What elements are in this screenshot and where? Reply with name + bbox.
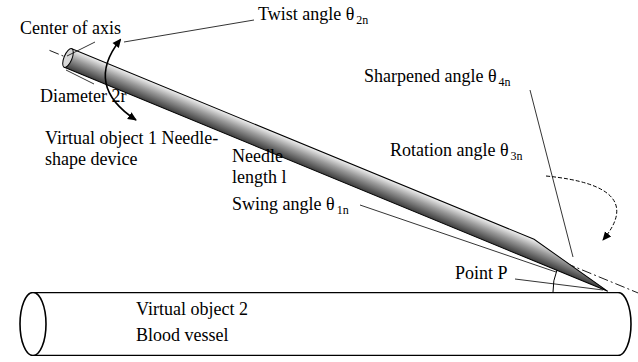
subscript: 2n — [356, 13, 368, 27]
swing-label: Swing angle θ — [232, 194, 335, 214]
sharpened-label-group: Sharpened angle θ4n — [364, 66, 511, 89]
sharpened-label: Sharpened angle θ — [364, 66, 497, 86]
diameter-label-group: Diameter 2r — [40, 86, 126, 107]
point-label-group: Point P — [455, 263, 508, 284]
twist-arrow — [105, 40, 136, 120]
leader-lines — [66, 20, 603, 290]
subscript: 1n — [337, 203, 349, 217]
rotation-arrow — [546, 176, 617, 240]
vessel-outline — [18, 292, 634, 356]
diameter-label: Diameter 2r — [40, 86, 126, 106]
device-label: Virtual object 1 Needle-shape device — [45, 128, 218, 169]
twist-label-group: Twist angle θ2n — [258, 4, 368, 27]
twist-label: Twist angle θ — [258, 4, 354, 24]
vessel-label: Virtual object 2 Blood vessel — [136, 296, 286, 348]
length-label-group: Needle length l — [232, 146, 314, 188]
needle-cap — [60, 47, 75, 69]
length-label: Needle length l — [232, 146, 287, 187]
swing-arc — [553, 270, 557, 292]
subscript: 4n — [499, 75, 511, 89]
subscript: 3n — [511, 149, 523, 163]
point-label: Point P — [455, 263, 508, 283]
axis-label-group: Center of axis — [20, 18, 121, 39]
needle-body — [64, 49, 615, 292]
blood-vessel: Virtual object 2 Blood vessel — [18, 292, 634, 356]
device-label-group: Virtual object 1 Needle-shape device — [45, 128, 223, 170]
needle-device — [46, 41, 638, 311]
rotation-label: Rotation angle θ — [390, 140, 509, 160]
swing-label-group: Swing angle θ1n — [232, 194, 349, 217]
axis-label: Center of axis — [20, 18, 121, 38]
rotation-label-group: Rotation angle θ3n — [388, 140, 525, 163]
